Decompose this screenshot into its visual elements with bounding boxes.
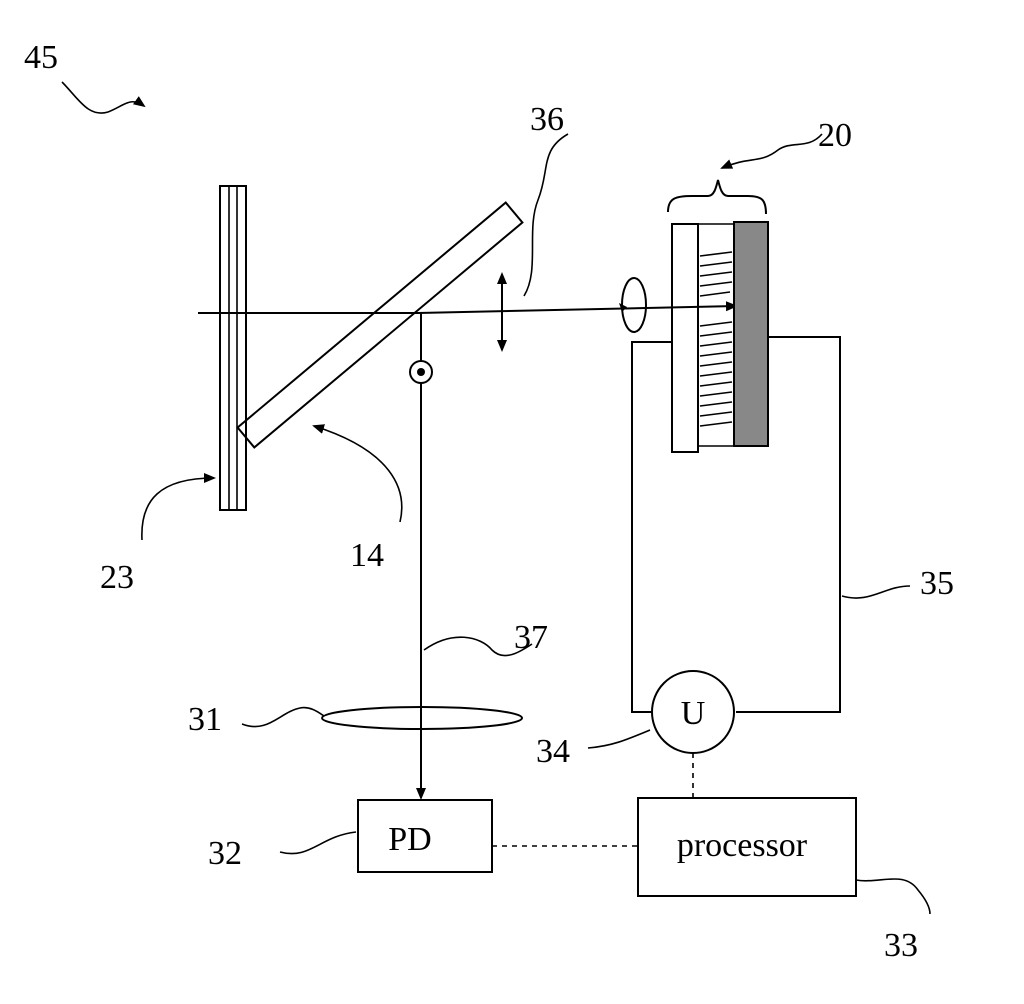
label-splitter: 14 [350, 537, 384, 574]
photodetector-label: PD [388, 821, 431, 858]
wire-left [632, 342, 672, 712]
label-device: 20 [818, 117, 852, 154]
leader-system [62, 82, 144, 113]
beam-incident [418, 306, 736, 313]
label-source: 34 [536, 733, 570, 770]
electro-optic-device [668, 180, 768, 452]
label-lens: 31 [188, 701, 222, 738]
circular-polarization-icon [622, 278, 646, 332]
leader-lens [242, 708, 324, 727]
back-electrode [734, 222, 768, 446]
device-bracket [668, 180, 766, 214]
liquid-crystal-layer [698, 224, 734, 446]
leader-detector [280, 832, 356, 854]
leader-beam-in [524, 134, 568, 296]
leader-wiring [842, 586, 910, 598]
voltage-source-label: U [681, 695, 706, 732]
label-controller: 33 [884, 927, 918, 964]
leader-splitter [314, 426, 402, 522]
reference-mirror [220, 186, 246, 510]
processor-label: processor [677, 827, 808, 864]
beam-splitter [238, 203, 523, 448]
leader-device [722, 134, 822, 168]
polarization-dot-icon [417, 368, 425, 376]
label-system: 45 [24, 39, 58, 76]
leader-controller [856, 879, 930, 914]
label-detector: 32 [208, 835, 242, 872]
label-wiring: 35 [920, 565, 954, 602]
leader-mirror-ref [142, 478, 214, 540]
label-beam-in: 36 [530, 101, 564, 138]
front-plate [672, 224, 698, 452]
label-mirror-ref: 23 [100, 559, 134, 596]
label-beam-out: 37 [514, 619, 548, 656]
leader-source [588, 730, 650, 748]
